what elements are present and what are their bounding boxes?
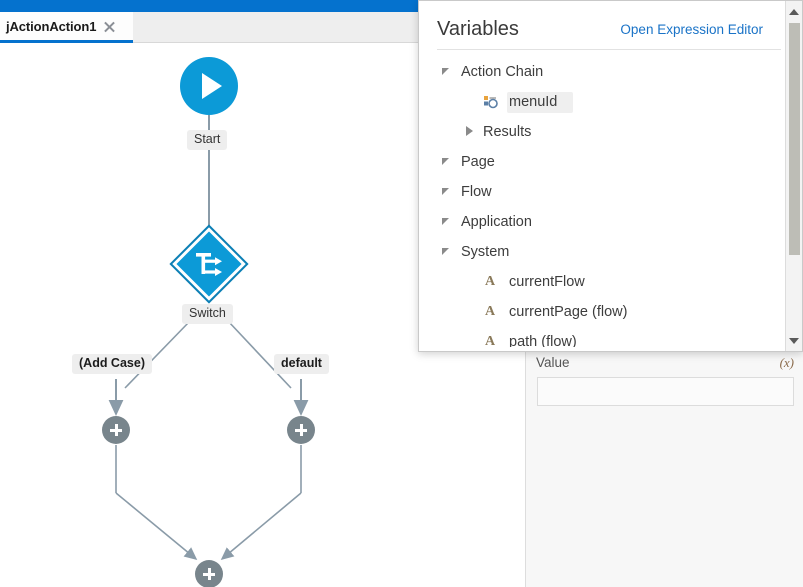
branch-label-default[interactable]: default bbox=[274, 354, 329, 374]
tree-item-system[interactable]: System bbox=[419, 237, 781, 267]
string-type-icon: A bbox=[484, 304, 496, 319]
open-expression-editor-link[interactable]: Open Expression Editor bbox=[620, 21, 763, 37]
chevron-down-icon[interactable] bbox=[441, 155, 455, 169]
switch-icon bbox=[178, 233, 240, 295]
tree-item-label: System bbox=[461, 244, 510, 260]
add-action-button-right[interactable] bbox=[287, 416, 315, 444]
string-type-icon: A bbox=[484, 274, 496, 289]
tree-item-page[interactable]: Page bbox=[419, 147, 781, 177]
tree-item-label: currentPage (flow) bbox=[509, 304, 628, 320]
branch-label-add-case[interactable]: (Add Case) bbox=[72, 354, 152, 374]
node-switch-label: Switch bbox=[182, 304, 233, 324]
add-action-button-left[interactable] bbox=[102, 416, 130, 444]
tree-item-label: menuId bbox=[507, 91, 574, 113]
chevron-down-icon[interactable] bbox=[441, 65, 455, 79]
value-input[interactable] bbox=[537, 377, 794, 406]
tree-item-label: Page bbox=[461, 154, 495, 170]
tree-item-label: Application bbox=[461, 214, 532, 230]
tree-item-label: currentFlow bbox=[509, 274, 585, 290]
variables-popup-header: Variables Open Expression Editor bbox=[419, 9, 781, 49]
string-type-icon: A bbox=[484, 334, 496, 347]
tab-jactionaction1[interactable]: jActionAction1 bbox=[0, 12, 133, 43]
tree-item-application[interactable]: Application bbox=[419, 207, 781, 237]
node-start[interactable] bbox=[180, 57, 238, 115]
tree-item-flow[interactable]: Flow bbox=[419, 177, 781, 207]
chevron-down-icon[interactable] bbox=[441, 185, 455, 199]
scroll-up-icon[interactable] bbox=[786, 3, 802, 20]
scroll-down-icon[interactable] bbox=[786, 332, 802, 349]
variables-scrollbar[interactable] bbox=[785, 1, 802, 351]
chevron-right-icon[interactable] bbox=[463, 125, 477, 139]
chevron-down-icon[interactable] bbox=[441, 215, 455, 229]
tree-item-results[interactable]: Results bbox=[419, 117, 781, 147]
tree-item-menuid[interactable]: menuId bbox=[419, 87, 781, 117]
header-divider bbox=[437, 49, 781, 50]
scroll-thumb[interactable] bbox=[789, 23, 800, 255]
tree-item-label: Action Chain bbox=[461, 64, 544, 80]
tree-item-label: Flow bbox=[461, 184, 492, 200]
close-icon[interactable] bbox=[103, 20, 116, 33]
play-icon bbox=[202, 73, 222, 99]
variables-title: Variables bbox=[437, 17, 519, 40]
tree-item-action-chain[interactable]: Action Chain bbox=[419, 57, 781, 87]
variables-popup: Variables Open Expression Editor Action … bbox=[418, 0, 803, 352]
add-action-button-merge[interactable] bbox=[195, 560, 223, 587]
any-type-icon bbox=[481, 94, 499, 110]
node-switch[interactable] bbox=[169, 224, 249, 304]
tab-label: jActionAction1 bbox=[6, 18, 97, 34]
tree-item-label: Results bbox=[483, 124, 532, 140]
value-label: Value bbox=[536, 355, 570, 370]
chevron-down-icon[interactable] bbox=[441, 245, 455, 259]
node-start-label: Start bbox=[187, 130, 228, 150]
expression-fx-icon[interactable]: (x) bbox=[779, 355, 794, 370]
tree-item-label: path (flow) bbox=[509, 334, 577, 347]
value-row: Value (x) bbox=[536, 355, 794, 371]
